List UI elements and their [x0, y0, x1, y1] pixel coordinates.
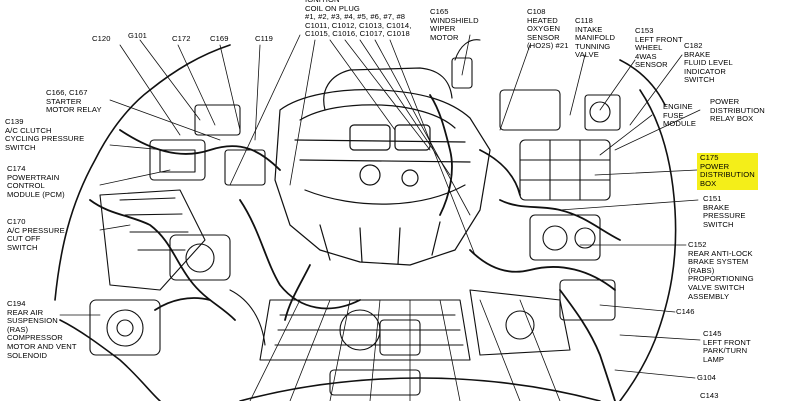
label-c119: C119	[255, 34, 273, 43]
label-c139: C139 A/C CLUTCH CYCLING PRESSURE SWITCH	[5, 117, 85, 152]
label-ignition-coil: IGNITION COIL ON PLUG #1, #2, #3, #4, #5…	[305, 0, 412, 39]
label-c165: C165 WINDSHIELD WIPER MOTOR	[430, 7, 479, 42]
label-c194: C194 REAR AIR SUSPENSION (RAS) COMPRESSO…	[7, 299, 77, 360]
label-c166-c167: C166, C167 STARTER MOTOR RELAY	[46, 88, 102, 115]
leader-lines	[59, 34, 701, 401]
label-power-relay-box: POWER DISTRIBUTION RELAY BOX	[710, 97, 765, 124]
label-c172: C172	[172, 34, 191, 43]
label-c174: C174 POWERTRAIN CONTROL MODULE (PCM)	[7, 164, 65, 199]
label-c143: C143	[700, 391, 719, 400]
label-c175-highlighted: C175 POWER DISTRIBUTION BOX	[697, 153, 758, 191]
right-components	[451, 39, 621, 356]
label-c182: C182 BRAKE FLUID LEVEL INDICATOR SWITCH	[684, 41, 733, 85]
left-components	[89, 104, 266, 356]
label-g104: G104	[697, 373, 716, 382]
label-c120: C120	[92, 34, 111, 43]
label-c151: C151 BRAKE PRESSURE SWITCH	[703, 194, 746, 229]
label-c169: C169	[210, 34, 229, 43]
fender-outline	[54, 44, 677, 401]
label-g101: G101	[128, 31, 147, 40]
label-c170: C170 A/C PRESSURE CUT OFF SWITCH	[7, 217, 65, 252]
label-c146: C146	[676, 307, 695, 316]
label-c118: C118 INTAKE MANIFOLD TUNNING VALVE	[575, 16, 616, 60]
engine-block	[274, 67, 491, 266]
label-c145: C145 LEFT FRONT PARK/TURN LAMP	[703, 329, 751, 364]
label-engine-fuse: ENGINE FUSE MODULE	[663, 102, 697, 129]
label-c152: C152 REAR ANTI-LOCK BRAKE SYSTEM (RABS) …	[688, 240, 754, 301]
label-c108: C108 HEATED OXYGEN SENSOR (HO2S) #21	[527, 7, 569, 51]
front-area	[259, 299, 471, 396]
wiring-harness	[89, 94, 621, 401]
label-c153: C153 LEFT FRONT WHEEL 4WAS SENSOR	[635, 26, 683, 70]
